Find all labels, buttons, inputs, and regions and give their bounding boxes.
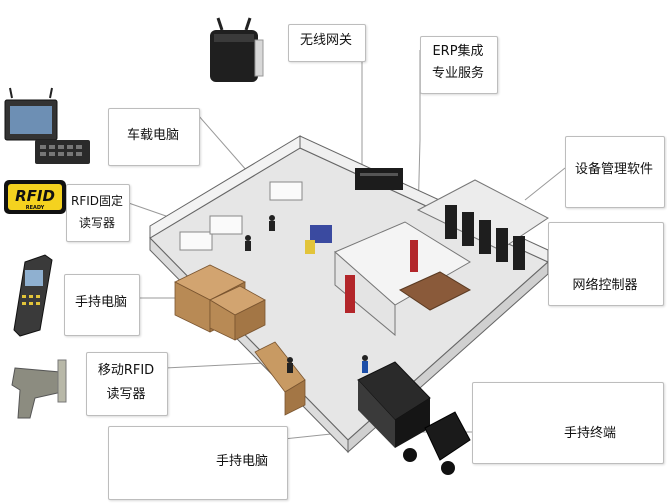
handheld-pc-1-label: 手持电脑: [74, 295, 127, 310]
network-ctrl-box: [548, 222, 664, 306]
cardboard-boxes: [174, 264, 266, 341]
router-icon: [210, 17, 264, 82]
rfid-fixed-label-line2: 读写器: [78, 216, 115, 230]
rfid-badge-sub-text: READY: [26, 205, 45, 211]
mobile-rfid-label-line1: 移动RFID: [97, 363, 155, 378]
mobile-rfid-box: [86, 352, 168, 416]
rfid-badge-main-text: RFID: [15, 187, 55, 205]
vehicle-computer-icon: [4, 87, 90, 164]
device-mgmt-box: [565, 136, 665, 208]
rfid-badge-icon: RFID READY: [4, 180, 66, 214]
door: [345, 275, 355, 313]
handheld-pc-2-box: [108, 426, 288, 500]
door: [410, 240, 418, 272]
erp-box: [420, 36, 498, 94]
handheld-terminal-box: [472, 382, 664, 464]
handheld-scanner-icon: [13, 254, 53, 337]
rfid-gun-icon: [11, 359, 67, 419]
rfid-fixed-box: [66, 184, 130, 242]
network-ctrl-label: 网络控制器: [572, 278, 638, 293]
handheld-pc-1-box: [64, 274, 140, 336]
vehicle-pc-label: 车载电脑: [126, 128, 179, 143]
device-mgmt-label: 设备管理软件: [574, 162, 653, 177]
mobile-rfid-label-line2: 读写器: [106, 387, 146, 402]
vehicle-pc-box: [108, 108, 200, 166]
erp-label-line2: 专业服务: [431, 66, 484, 81]
truck-icon: [357, 361, 471, 475]
server-icon: [355, 168, 403, 190]
wireless-gateway-box: [288, 24, 366, 62]
erp-label-line1: ERP集成: [432, 44, 484, 59]
forklift: [305, 225, 332, 254]
rfid-fixed-label-line1: RFID固定: [70, 194, 124, 208]
handheld-terminal-label: 手持终端: [563, 426, 616, 441]
handheld-pc-2-label: 手持电脑: [215, 454, 268, 469]
wireless-gateway-label: 无线网关: [299, 33, 352, 48]
